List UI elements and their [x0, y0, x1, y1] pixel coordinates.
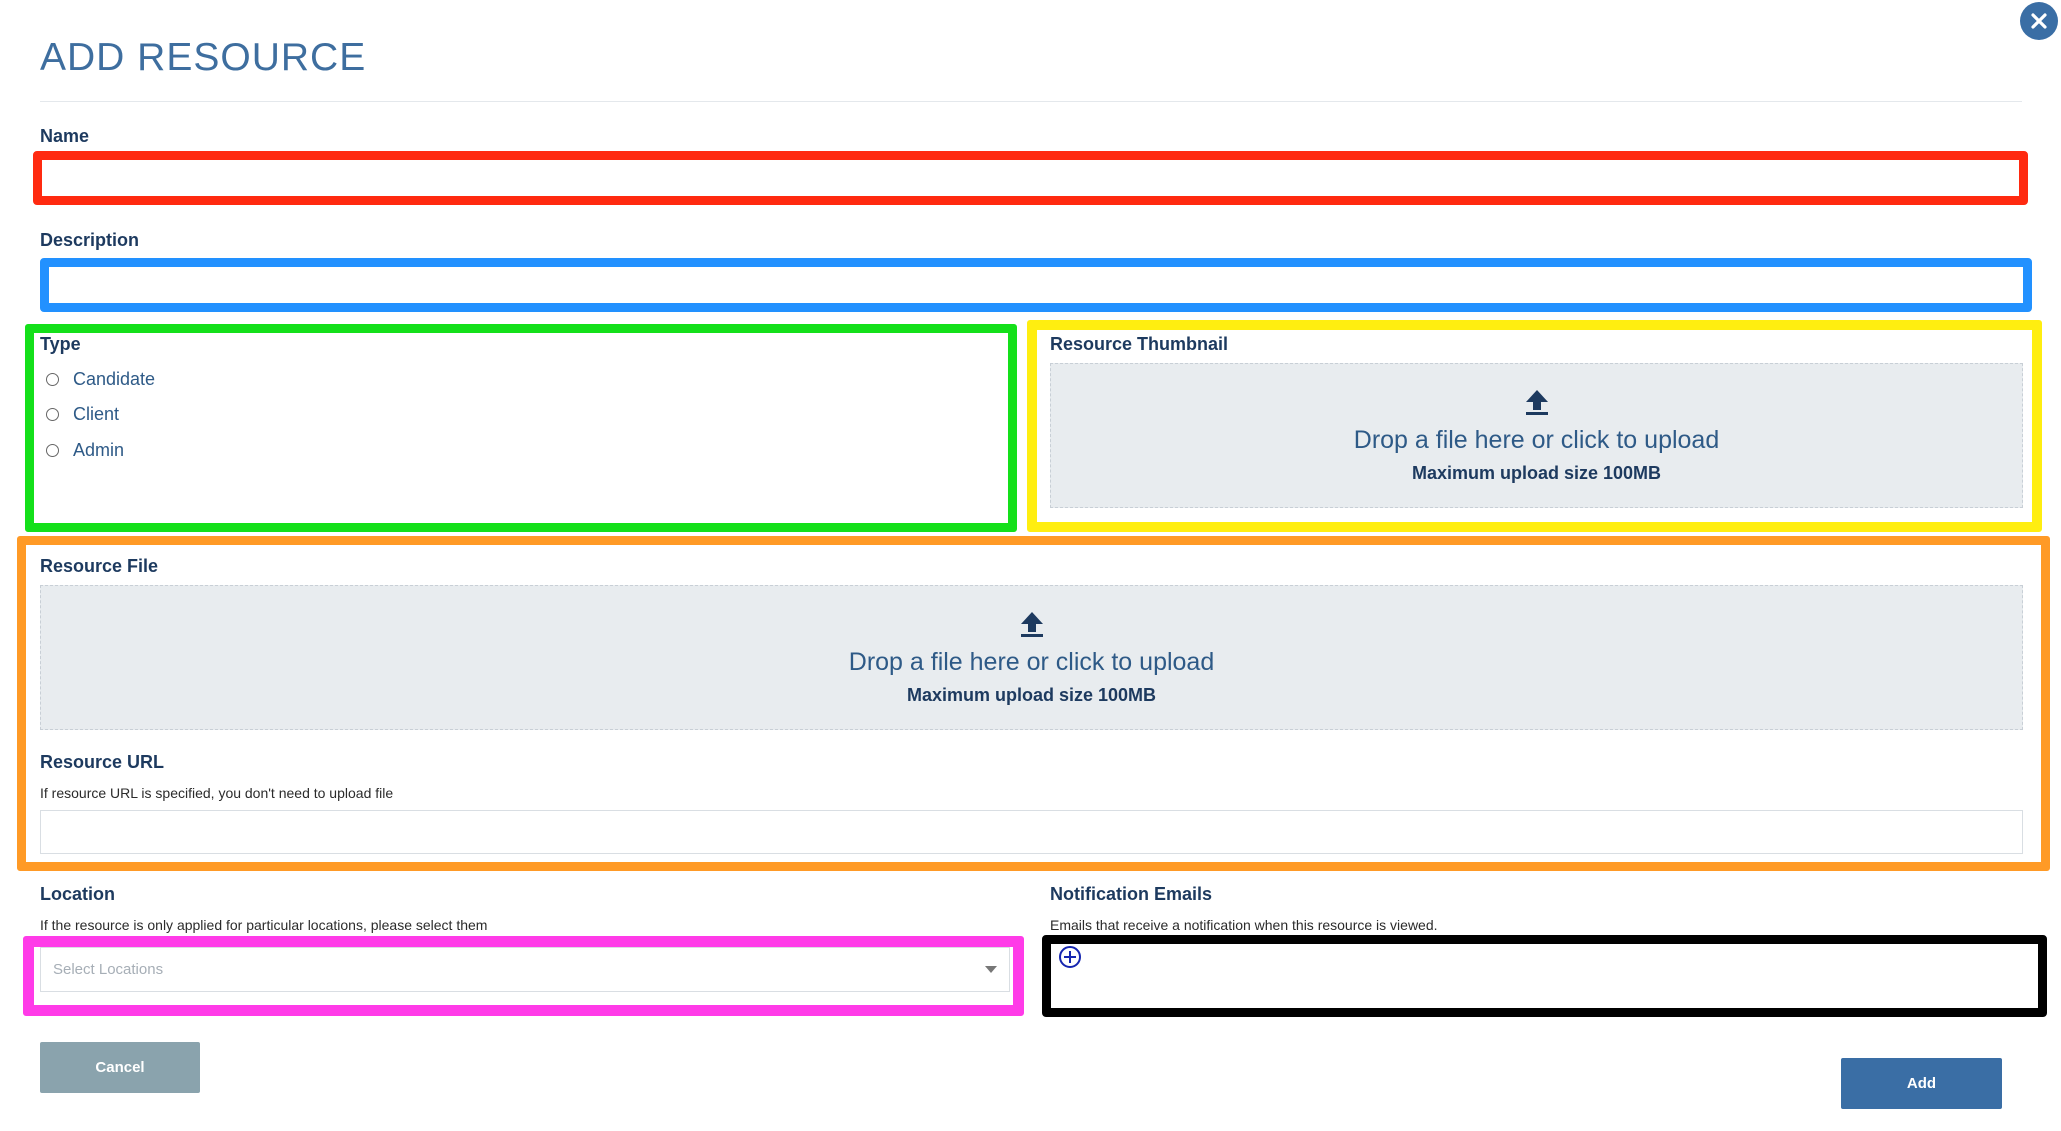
- file-max-size: Maximum upload size 100MB: [906, 684, 1157, 705]
- header-divider: [40, 101, 2022, 102]
- file-dropzone[interactable]: Drop a file here or click to upload Maxi…: [40, 585, 2023, 730]
- page-title: ADD RESOURCE: [40, 36, 367, 79]
- radio-label: Admin: [73, 440, 125, 460]
- name-highlight-frame: [33, 151, 2028, 205]
- type-option-candidate[interactable]: Candidate: [46, 369, 155, 390]
- location-select[interactable]: Select Locations: [40, 947, 1010, 992]
- close-button[interactable]: [2020, 2, 2058, 40]
- file-drop-text: Drop a file here or click to upload: [848, 647, 1215, 676]
- emails-highlight-frame: [1042, 935, 2047, 1017]
- add-button[interactable]: Add: [1841, 1058, 2002, 1109]
- radio-button[interactable]: [46, 444, 59, 457]
- thumbnail-highlight-frame: [1027, 320, 2042, 532]
- radio-label: Client: [73, 404, 120, 424]
- url-label: Resource URL: [40, 752, 165, 772]
- thumbnail-drop-text: Drop a file here or click to upload: [1353, 425, 1720, 454]
- file-label: Resource File: [40, 556, 159, 576]
- description-highlight-frame: [40, 258, 2032, 312]
- thumbnail-dropzone[interactable]: Drop a file here or click to upload Maxi…: [1050, 363, 2023, 508]
- type-option-admin[interactable]: Admin: [46, 440, 124, 461]
- emails-hint: Emails that receive a notification when …: [1050, 917, 1438, 933]
- type-label: Type: [40, 334, 81, 354]
- chevron-down-icon: [985, 965, 997, 973]
- name-input[interactable]: [42, 160, 2019, 196]
- plus-circle-icon: [1059, 946, 1081, 968]
- emails-label: Notification Emails: [1050, 884, 1213, 904]
- description-input[interactable]: [49, 267, 2023, 303]
- radio-label: Candidate: [73, 369, 156, 389]
- add-email-button[interactable]: [1058, 945, 1082, 969]
- thumbnail-label: Resource Thumbnail: [1050, 334, 1229, 354]
- cancel-button[interactable]: Cancel: [40, 1042, 200, 1093]
- url-hint: If resource URL is specified, you don't …: [40, 785, 394, 801]
- radio-button[interactable]: [46, 373, 59, 386]
- close-icon: [2031, 13, 2047, 29]
- location-placeholder: Select Locations: [53, 961, 164, 978]
- upload-arrow-icon: [1020, 611, 1043, 637]
- description-label: Description: [40, 230, 140, 250]
- location-label: Location: [40, 884, 115, 904]
- radio-button[interactable]: [46, 408, 59, 421]
- type-option-client[interactable]: Client: [46, 404, 119, 425]
- thumbnail-max-size: Maximum upload size 100MB: [1411, 462, 1662, 483]
- type-highlight-frame: [25, 324, 1017, 532]
- upload-arrow-icon: [1525, 389, 1548, 415]
- name-label: Name: [40, 126, 90, 146]
- file-highlight-frame: [17, 536, 2050, 871]
- url-input[interactable]: [40, 810, 2023, 854]
- location-highlight-frame: [23, 936, 1024, 1016]
- location-hint: If the resource is only applied for part…: [40, 917, 488, 933]
